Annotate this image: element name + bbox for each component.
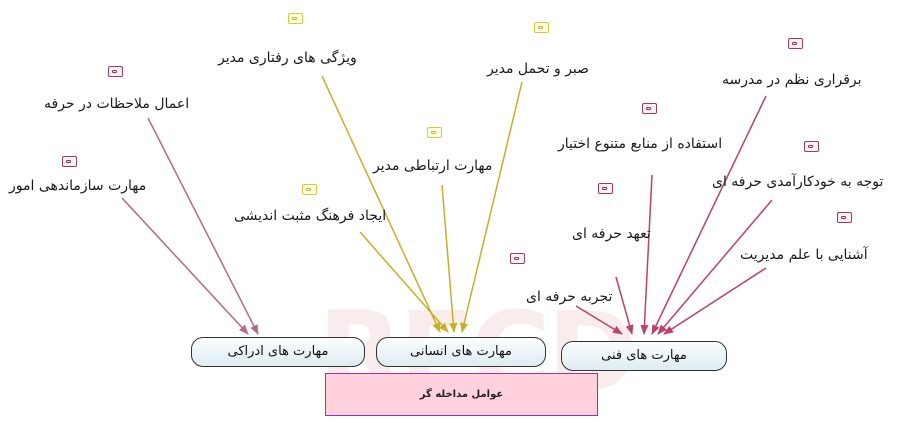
arrow-discipline-to-technical	[651, 95, 767, 335]
arrow-positive-culture-to-human	[359, 231, 449, 333]
item-label-organizing: مهارت سازماندهی امور	[9, 178, 147, 194]
item-label-management-science: آشنایی با علم مدیریت	[740, 247, 868, 263]
item-label-resources: استفاده از منابع متنوع اختیار	[558, 136, 723, 152]
code-icon	[288, 13, 303, 24]
arrow-behavior-to-human	[321, 75, 441, 333]
code-icon	[788, 38, 803, 49]
item-label-commitment: تعهد حرفه ای	[572, 226, 651, 242]
category-box-cognitive: مهارت های ادراکی	[191, 337, 365, 367]
item-label-discipline: برقراری نظم در مدرسه	[722, 72, 862, 88]
arrow-management-science-to-technical	[663, 267, 767, 335]
code-icon	[534, 22, 549, 33]
item-label-experience: تجربه حرفه ای	[526, 289, 613, 305]
code-icon	[642, 103, 657, 114]
code-icon	[804, 141, 819, 152]
intervening-factors-box: عوامل مداخله گر	[325, 373, 598, 416]
arrow-experience-to-technical	[575, 305, 623, 335]
category-box-human: مهارت های انسانی	[376, 337, 546, 367]
category-box-technical: مهارت های فنی	[561, 341, 727, 371]
arrow-commitment-to-technical	[615, 276, 634, 335]
arrow-considerations-to-cognitive	[147, 117, 259, 335]
arrow-patience-to-human	[460, 81, 523, 333]
arrow-organizing-to-cognitive	[121, 197, 249, 335]
item-label-considerations: اعمال ملاحظات در حرفه	[44, 96, 190, 112]
code-icon	[837, 212, 852, 223]
arrow-resources-to-technical	[640, 174, 653, 335]
code-icon	[108, 66, 123, 77]
code-icon	[302, 184, 317, 195]
item-label-communication: مهارت ارتباطی مدیر	[373, 158, 493, 174]
code-icon	[510, 253, 525, 264]
item-label-positive-culture: ایجاد فرهنگ مثبت اندیشی	[234, 208, 387, 224]
item-label-patience: صبر و تحمل مدیر	[487, 61, 590, 77]
arrow-communication-to-human	[441, 184, 458, 333]
code-icon	[598, 183, 613, 194]
code-icon	[62, 156, 77, 167]
item-label-behavior: ویژگی های رفتاری مدیر	[218, 50, 357, 66]
arrow-self-efficacy-to-technical	[657, 199, 773, 335]
code-icon	[427, 127, 442, 138]
item-label-self-efficacy: توجه به خودکارآمدی حرفه ای	[712, 174, 884, 190]
